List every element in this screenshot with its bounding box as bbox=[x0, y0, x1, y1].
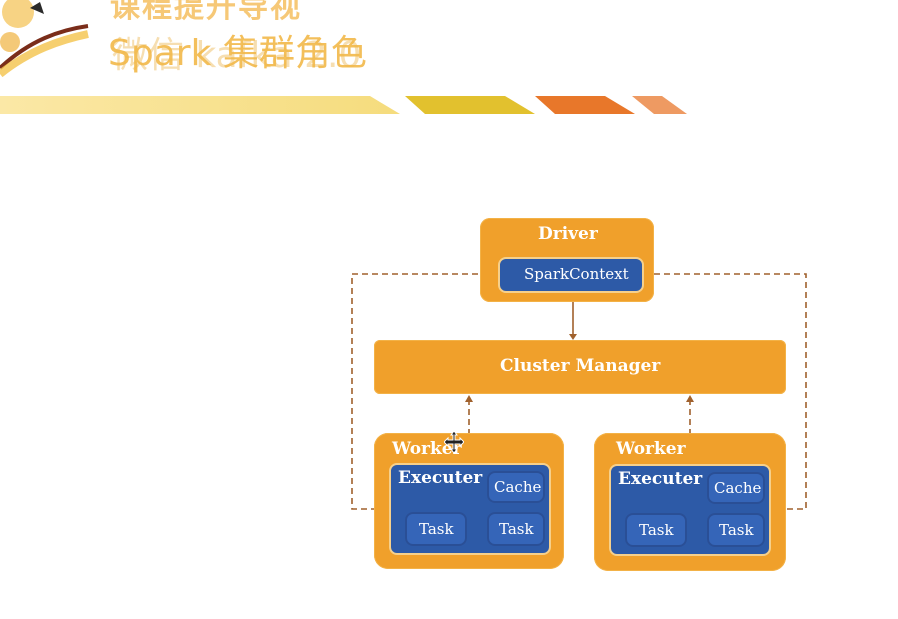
worker-label: Worker bbox=[392, 439, 462, 459]
connector-driver-worker1 bbox=[351, 273, 498, 510]
cluster-manager-label: Cluster Manager bbox=[500, 356, 661, 376]
header-title-top: 课程提升导视 bbox=[110, 0, 302, 25]
page-title: Spark 集群角色 bbox=[108, 33, 367, 74]
worker-node: Worker Executer Cache Task Task bbox=[374, 433, 564, 569]
task-label: Task bbox=[639, 521, 674, 539]
spark-context-label: SparkContext bbox=[524, 265, 629, 283]
task-box: Task bbox=[707, 513, 765, 547]
connector-driver-worker2 bbox=[644, 273, 807, 510]
header-stripe bbox=[405, 96, 535, 114]
cache-box: Cache bbox=[487, 471, 545, 503]
cache-label: Cache bbox=[714, 479, 762, 497]
header-stripe bbox=[0, 96, 400, 114]
executer-box: Executer Cache Task Task bbox=[389, 463, 551, 555]
driver-label: Driver bbox=[538, 224, 598, 244]
task-label: Task bbox=[419, 520, 454, 538]
worker-label: Worker bbox=[616, 439, 686, 459]
task-box: Task bbox=[487, 512, 545, 546]
spark-context-box: SparkContext bbox=[498, 257, 644, 293]
cache-label: Cache bbox=[494, 478, 542, 496]
task-box: Task bbox=[625, 513, 687, 547]
task-label: Task bbox=[719, 521, 754, 539]
executer-label: Executer bbox=[398, 468, 483, 488]
executer-box: Executer Cache Task Task bbox=[609, 464, 771, 556]
header-logo-swirl bbox=[0, 0, 89, 78]
task-label: Task bbox=[499, 520, 534, 538]
task-box: Task bbox=[405, 512, 467, 546]
worker-node: Worker Executer Cache Task Task bbox=[594, 433, 786, 571]
executer-label: Executer bbox=[618, 469, 703, 489]
driver-node: Driver SparkContext bbox=[480, 218, 654, 302]
move-cursor-icon bbox=[444, 430, 464, 454]
cluster-manager-node: Cluster Manager bbox=[374, 340, 786, 394]
cache-box: Cache bbox=[707, 472, 765, 504]
header-stripe bbox=[535, 96, 635, 114]
header-title-ghost: 微信 kafka 2.0 bbox=[112, 35, 362, 76]
